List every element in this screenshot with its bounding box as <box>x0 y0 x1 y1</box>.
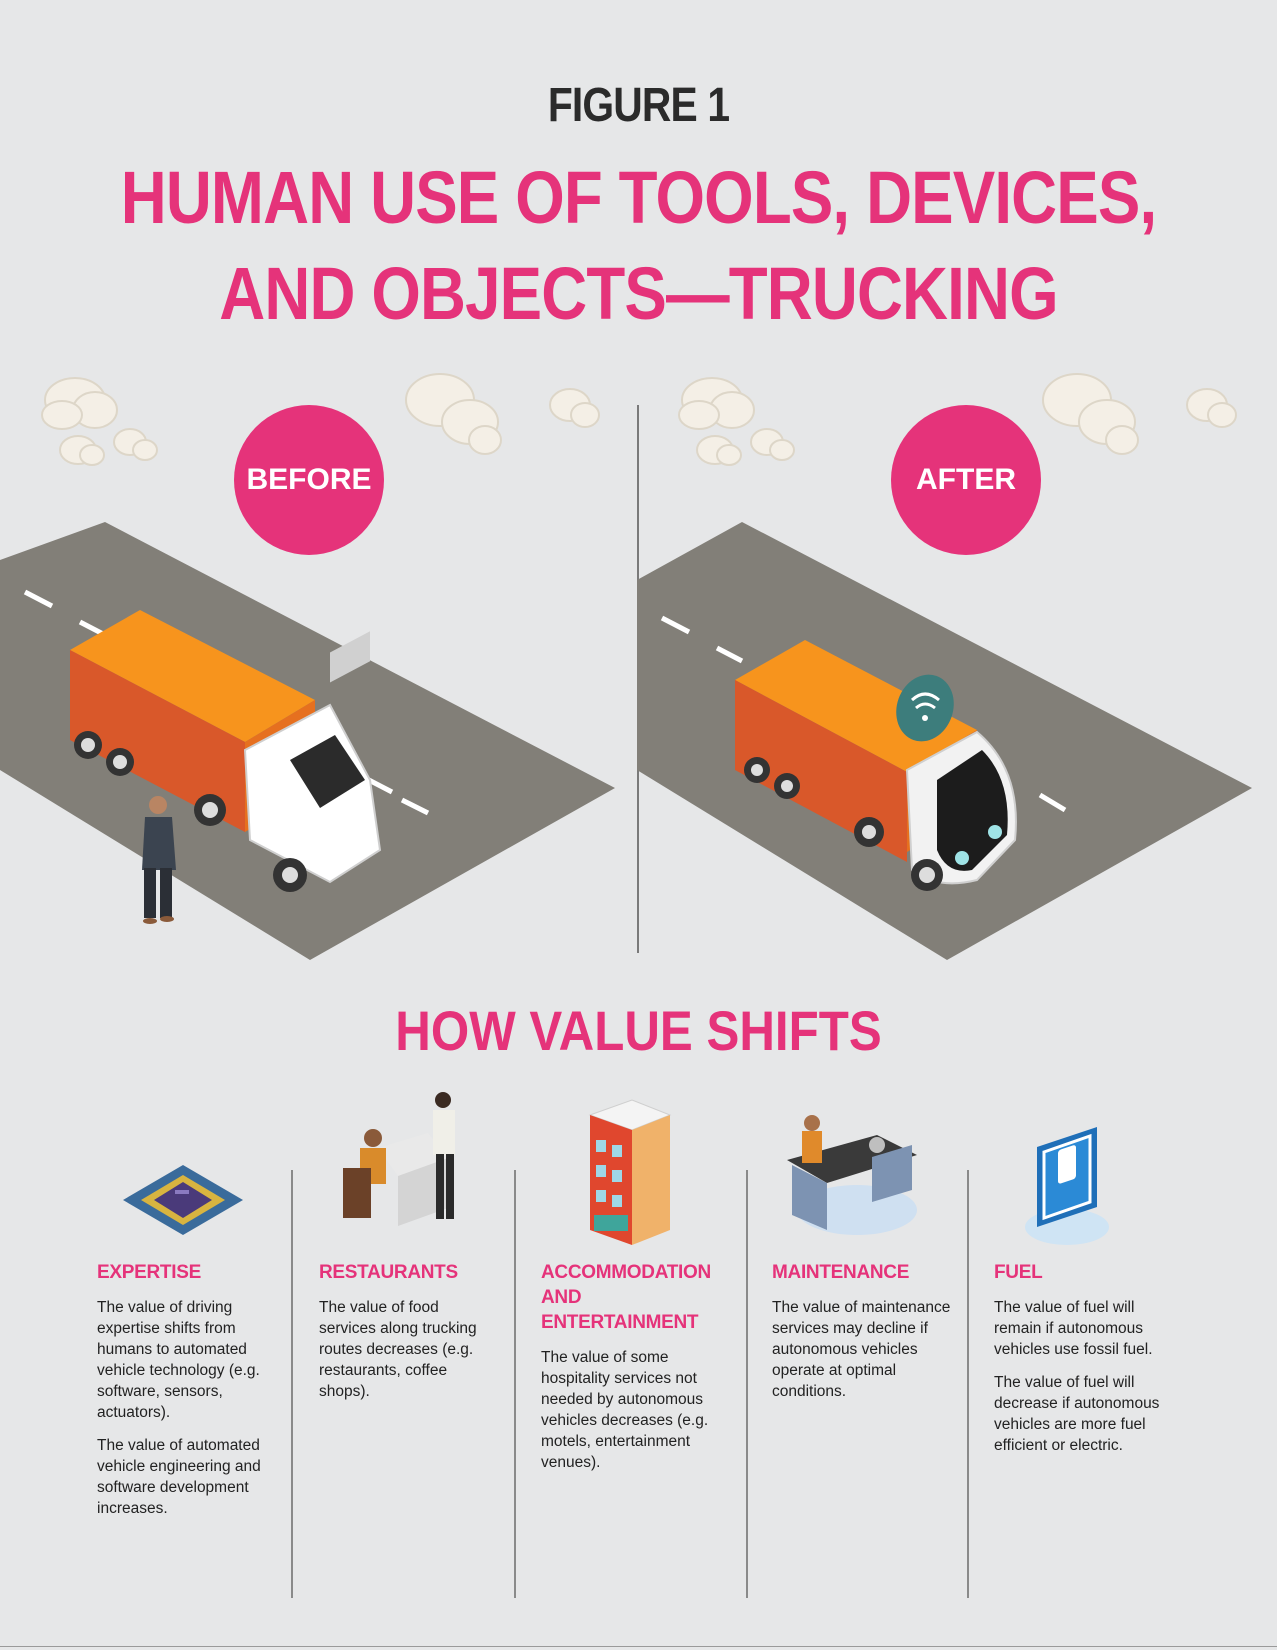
title-line-1: HUMAN USE OF TOOLS, DEVICES, <box>120 156 1157 239</box>
cloud-icon <box>696 428 795 466</box>
microchip-icon <box>123 1165 243 1235</box>
column-text: The value of some hospitality services n… <box>541 1349 709 1471</box>
column-heading: MAINTENANCE <box>772 1262 910 1283</box>
value-column-expertise: EXPERTISE The value of driving expertise… <box>97 1260 277 1531</box>
cloud-icon <box>59 428 158 466</box>
wifi-signal-icon <box>896 674 954 742</box>
restaurant-dining-icon <box>343 1092 455 1226</box>
cloud-icon <box>549 388 600 428</box>
column-heading: RESTAURANTS <box>319 1262 458 1283</box>
column-text: The value of driving expertise shifts fr… <box>97 1299 260 1421</box>
column-text: The value of maintenance services may de… <box>772 1299 951 1400</box>
truck-driver-figure <box>142 796 176 924</box>
column-divider <box>291 1170 293 1598</box>
truck-before <box>70 610 382 892</box>
column-text: The value of fuel will remain if autonom… <box>994 1299 1153 1358</box>
cloud-icon <box>1186 388 1237 428</box>
column-divider <box>967 1170 969 1598</box>
before-scene-illustration <box>0 373 615 960</box>
after-scene-illustration <box>637 373 1252 960</box>
column-text: The value of automated vehicle engineeri… <box>97 1437 261 1517</box>
column-text: The value of food services along truckin… <box>319 1299 477 1400</box>
after-badge: AFTER <box>891 405 1041 555</box>
cloud-icon <box>678 377 755 430</box>
mechanic-workbench-icon <box>787 1115 917 1235</box>
lane-markings <box>660 615 1067 813</box>
column-divider <box>514 1170 516 1598</box>
value-section-title: HOW VALUE SHIFTS <box>395 999 882 1062</box>
before-badge: BEFORE <box>234 405 384 555</box>
title-line-2: AND OBJECTS—TRUCKING <box>219 252 1058 335</box>
value-column-accommodation: ACCOMMODATION AND ENTERTAINMENT The valu… <box>541 1260 731 1485</box>
figure-label: FIGURE 1 <box>547 79 730 132</box>
cloud-icon <box>405 373 502 455</box>
value-column-fuel: FUEL The value of fuel will remain if au… <box>994 1260 1169 1468</box>
fuel-pump-sign-icon <box>1025 1127 1109 1245</box>
column-divider <box>746 1170 748 1598</box>
value-column-restaurants: RESTAURANTS The value of food services a… <box>319 1260 489 1414</box>
page-title: HUMAN USE OF TOOLS, DEVICES, AND OBJECTS… <box>0 150 1277 342</box>
column-heading: FUEL <box>994 1262 1043 1283</box>
cloud-icon <box>41 377 118 430</box>
hotel-building-icon <box>588 1099 672 1245</box>
value-column-maintenance: MAINTENANCE The value of maintenance ser… <box>772 1260 952 1414</box>
column-heading: EXPERTISE <box>97 1262 201 1283</box>
column-heading: ACCOMMODATION AND ENTERTAINMENT <box>541 1262 711 1333</box>
bottom-rule <box>0 1646 1277 1647</box>
column-text: The value of fuel will decrease if auton… <box>994 1374 1160 1454</box>
cloud-icon <box>1042 373 1139 455</box>
